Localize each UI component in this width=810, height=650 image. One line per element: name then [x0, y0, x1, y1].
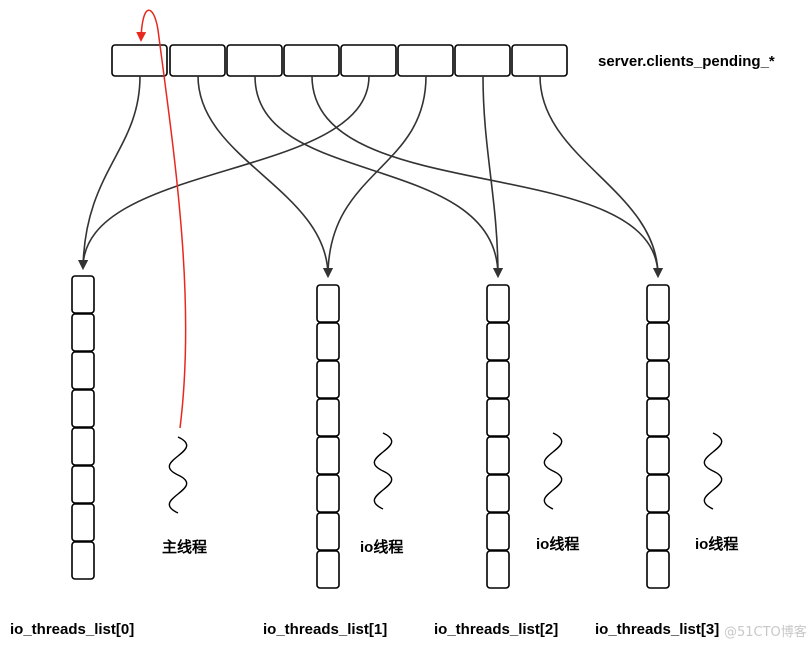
main-thread-squiggle-icon [168, 436, 188, 514]
queue-cell [169, 44, 226, 77]
io-threads-list-1 [316, 284, 340, 589]
list-cell [646, 436, 670, 475]
list-cell [486, 550, 510, 589]
list-cell [71, 427, 95, 466]
list-cell [486, 398, 510, 437]
list-cell [486, 360, 510, 399]
io-threads-list-2 [486, 284, 510, 589]
arrow-cell1-to-list0 [78, 75, 141, 270]
watermark: @51CTO博客 [724, 624, 807, 640]
io-thread-1-squiggle-icon [373, 432, 393, 510]
list-1-label: io_threads_list[1] [263, 621, 387, 638]
io-thread-2-label: io线程 [536, 535, 579, 553]
main-thread-label: 主线程 [162, 538, 207, 556]
list-cell [486, 436, 510, 475]
list-cell [646, 474, 670, 513]
queue-cell [283, 44, 340, 77]
list-0-label: io_threads_list[0] [10, 621, 134, 638]
arrow-cell6-to-list1 [323, 75, 427, 278]
list-cell [71, 275, 95, 314]
list-cell [316, 322, 340, 361]
queue-cell [226, 44, 283, 77]
list-cell [316, 398, 340, 437]
list-cell [486, 322, 510, 361]
list-cell [646, 322, 670, 361]
list-cell [646, 398, 670, 437]
arrow-cell8-to-list3 [539, 75, 663, 278]
queue-cell [511, 44, 568, 77]
list-2-label: io_threads_list[2] [434, 621, 558, 638]
queue-cell [397, 44, 454, 77]
arrow-cell2-to-list1 [197, 75, 333, 278]
arrow-cell4-to-list3 [311, 75, 663, 278]
list-cell [71, 389, 95, 428]
pending-queue-label: server.clients_pending_* [598, 53, 775, 70]
pending-clients-queue [111, 44, 568, 77]
list-cell [646, 284, 670, 323]
queue-cell [454, 44, 511, 77]
io-thread-3-label: io线程 [695, 535, 738, 553]
list-cell [486, 284, 510, 323]
list-cell [71, 313, 95, 352]
io-threads-list-0 [71, 275, 95, 580]
list-cell [316, 512, 340, 551]
list-cell [316, 284, 340, 323]
list-cell [646, 550, 670, 589]
list-cell [71, 541, 95, 580]
list-cell [71, 351, 95, 390]
list-cell [486, 474, 510, 513]
list-3-label: io_threads_list[3] [595, 621, 719, 638]
io-thread-3-squiggle-icon [703, 432, 723, 510]
list-cell [646, 512, 670, 551]
list-cell [486, 512, 510, 551]
queue-cell [111, 44, 168, 77]
arrow-cell3-to-list2 [254, 75, 503, 278]
io-thread-2-squiggle-icon [543, 432, 563, 510]
list-cell [71, 465, 95, 504]
list-cell [316, 436, 340, 475]
main-thread-return-arrow [136, 9, 187, 429]
io-threads-list-3 [646, 284, 670, 589]
distribution-arrows [78, 75, 663, 278]
list-cell [646, 360, 670, 399]
list-cell [316, 360, 340, 399]
list-cell [316, 474, 340, 513]
list-cell [316, 550, 340, 589]
arrow-cell5-to-list0 [78, 75, 370, 270]
arrow-cell7-to-list2 [482, 75, 503, 278]
io-thread-1-label: io线程 [360, 538, 403, 556]
list-cell [71, 503, 95, 542]
queue-cell [340, 44, 397, 77]
